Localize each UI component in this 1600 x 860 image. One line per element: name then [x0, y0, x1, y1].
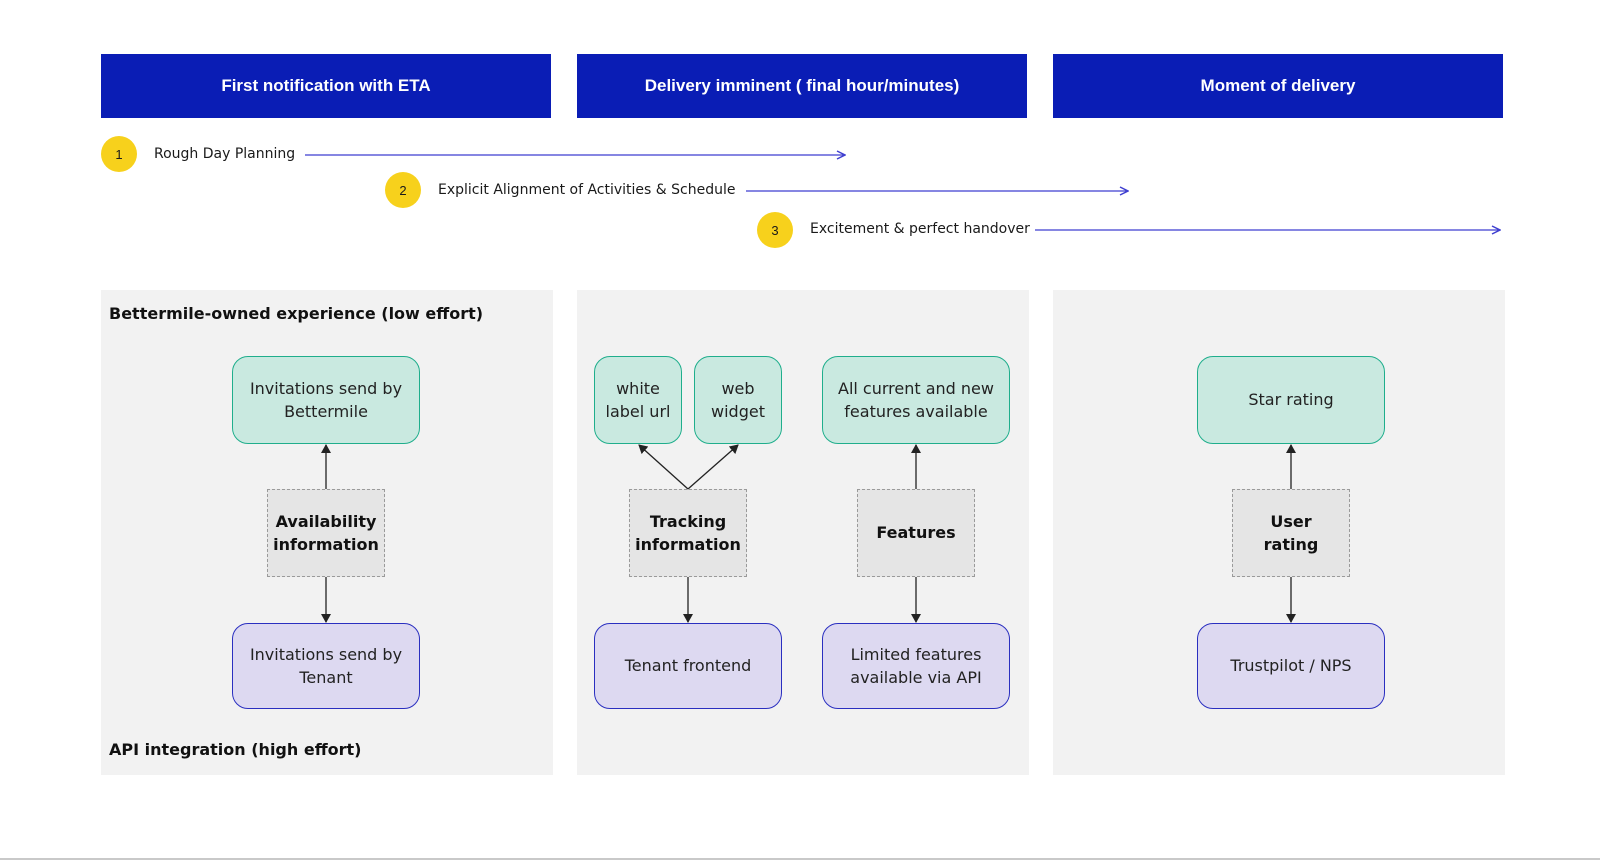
- white-label-url-box: white label url: [594, 356, 682, 444]
- step-label-1: Rough Day Planning: [154, 146, 296, 162]
- bottom-divider: [0, 858, 1600, 860]
- box-label: Invitations send by Bettermile: [249, 378, 403, 421]
- owned-experience-label: Bettermile-owned experience (low effort): [109, 304, 484, 323]
- web-widget-box: web widget: [694, 356, 782, 444]
- step-badge-2: 2: [385, 172, 421, 208]
- box-label: All current and new features available: [838, 378, 994, 421]
- step-badge-3: 3: [757, 212, 793, 248]
- trustpilot-nps-box: Trustpilot / NPS: [1197, 623, 1385, 709]
- box-label: User rating: [1263, 511, 1319, 554]
- step-number: 3: [771, 222, 779, 238]
- api-integration-label: API integration (high effort): [109, 740, 362, 759]
- features-box: Features: [857, 489, 975, 577]
- step-label-3: Excitement & perfect handover: [810, 221, 1030, 237]
- stage-header-first-notification: First notification with ETA: [101, 54, 551, 118]
- step-number: 2: [399, 182, 407, 198]
- stage-header-moment-of-delivery: Moment of delivery: [1053, 54, 1503, 118]
- tracking-info-box: Tracking information: [629, 489, 747, 577]
- all-features-box: All current and new features available: [822, 356, 1010, 444]
- box-label: Trustpilot / NPS: [1230, 656, 1352, 676]
- stage-header-delivery-imminent: Delivery imminent ( final hour/minutes): [577, 54, 1027, 118]
- box-label: Features: [876, 523, 956, 543]
- step-label-2: Explicit Alignment of Activities & Sched…: [438, 182, 736, 198]
- owned-invitations-box: Invitations send by Bettermile: [232, 356, 420, 444]
- step-number: 1: [115, 146, 123, 162]
- box-label: Tenant frontend: [624, 656, 752, 676]
- availability-info-box: Availability information: [267, 489, 385, 577]
- box-label: Invitations send by Tenant: [249, 644, 403, 687]
- box-label: Star rating: [1248, 390, 1334, 410]
- box-label: web widget: [711, 378, 765, 421]
- box-label: Availability information: [273, 511, 379, 554]
- user-rating-box: User rating: [1232, 489, 1350, 577]
- step-badge-1: 1: [101, 136, 137, 172]
- tenant-frontend-box: Tenant frontend: [594, 623, 782, 709]
- box-label: Tracking information: [635, 511, 741, 554]
- tenant-invitations-box: Invitations send by Tenant: [232, 623, 420, 709]
- stage-title: First notification with ETA: [221, 76, 431, 95]
- box-label: Limited features available via API: [850, 644, 982, 687]
- stage-title: Delivery imminent ( final hour/minutes): [644, 76, 960, 95]
- stage-title: Moment of delivery: [1200, 76, 1356, 95]
- box-label: white label url: [605, 378, 671, 421]
- star-rating-box: Star rating: [1197, 356, 1385, 444]
- limited-features-box: Limited features available via API: [822, 623, 1010, 709]
